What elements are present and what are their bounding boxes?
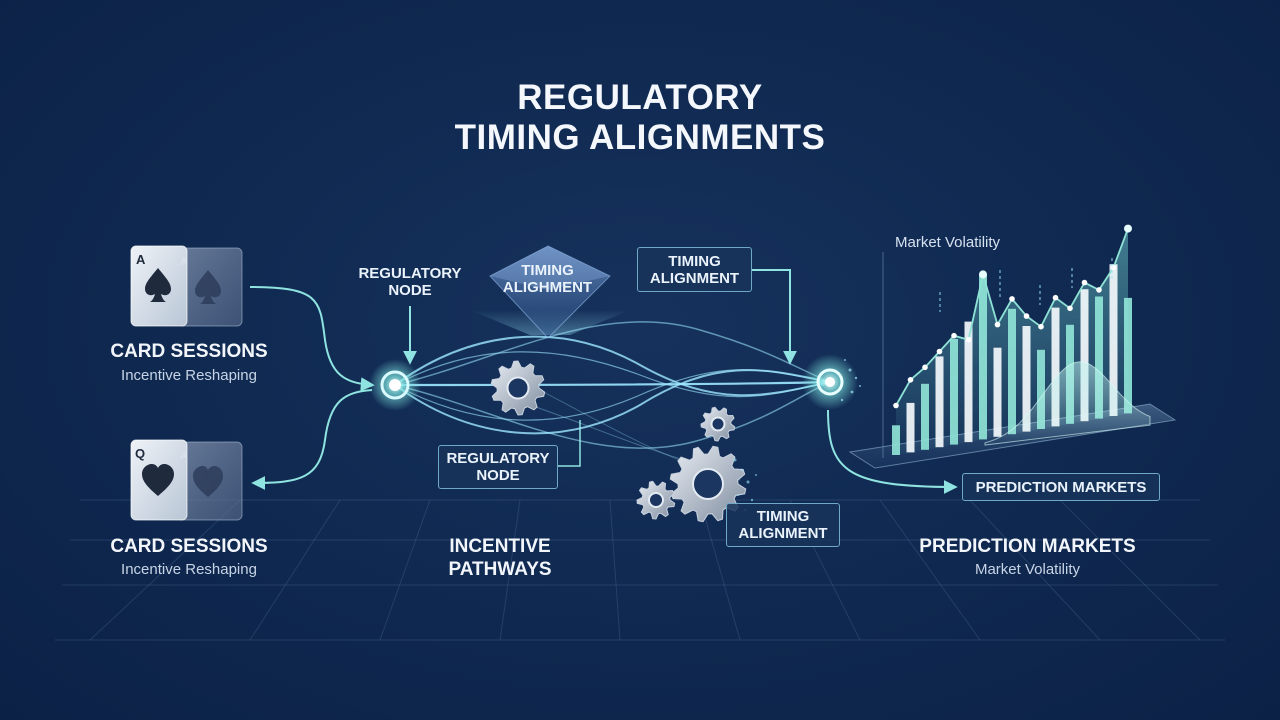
regulatory-node-label-line1: REGULATORY bbox=[358, 265, 462, 282]
spade-card-icon bbox=[145, 268, 171, 302]
card-rank-top-front: A bbox=[136, 252, 146, 267]
card-sessions-heading-top: CARD SESSIONS bbox=[110, 341, 268, 362]
chart-line-point bbox=[979, 270, 987, 279]
chart-bar bbox=[993, 347, 1002, 437]
timing-alignment-box-bottom: TIMING ALIGNMENT bbox=[726, 503, 840, 547]
regulatory-node-box-line1: REGULATORY bbox=[446, 450, 550, 467]
timing-alignment-box-top: TIMING ALIGNMENT bbox=[637, 247, 752, 292]
gear-icon-middle bbox=[490, 360, 546, 416]
incentive-reshaping-sub-bottom: Incentive Reshaping bbox=[121, 561, 257, 578]
page-title: REGULATORY TIMING ALIGNMENTS bbox=[0, 78, 1280, 158]
chart-bar bbox=[935, 356, 944, 448]
chart-bar bbox=[906, 402, 915, 453]
arrow-timing-box-to-node bbox=[752, 269, 797, 365]
timing-alignment-box-top-line2: ALIGNMENT bbox=[649, 269, 740, 287]
chart-bar bbox=[950, 339, 958, 445]
chart-dashes bbox=[939, 258, 1113, 312]
arrow-node-to-prediction bbox=[827, 409, 958, 494]
page-title-line1: REGULATORY bbox=[517, 78, 763, 117]
chart-line-point bbox=[1124, 224, 1132, 233]
chart-line-point bbox=[1067, 305, 1073, 312]
chart-line-point bbox=[1038, 323, 1044, 330]
incentive-pathways-heading: INCENTIVE PATHWAYS bbox=[420, 535, 580, 581]
incentive-pathways-line1: INCENTIVE bbox=[449, 536, 551, 557]
timing-alignment-box-bottom-line2: ALIGNMENT bbox=[738, 525, 828, 542]
chart-line-point bbox=[893, 402, 899, 409]
regulatory-node-box-line2: NODE bbox=[476, 467, 520, 484]
prediction-markets-heading: PREDICTION MARKETS bbox=[919, 536, 1136, 557]
timing-alignment-box-top-line1: TIMING bbox=[668, 252, 721, 270]
regulatory-node-label: REGULATORY NODE bbox=[350, 265, 470, 299]
gear-icon-small-left bbox=[636, 480, 676, 520]
chart-bar bbox=[1008, 308, 1016, 435]
regulatory-node-label-line2: NODE bbox=[388, 282, 432, 299]
prism-icon bbox=[470, 245, 630, 339]
card-rank-bottom-front: Q bbox=[135, 446, 145, 461]
card-pair-bottom: Q A bbox=[130, 439, 243, 521]
chart-bar bbox=[892, 425, 900, 455]
chart-line-point bbox=[1096, 287, 1102, 293]
chart-bar bbox=[1109, 264, 1118, 416]
heart-card-icon bbox=[142, 464, 174, 496]
chart-bar bbox=[921, 383, 929, 450]
timing-alignment-label-line2: ALIGHMENT bbox=[502, 279, 593, 296]
chart-line-point bbox=[907, 377, 914, 383]
connector-arrows bbox=[249, 269, 958, 494]
incentive-pathways-line2: PATHWAYS bbox=[448, 559, 552, 580]
market-node-icon bbox=[802, 354, 861, 410]
gear-icon-large bbox=[669, 445, 747, 523]
chart-line-point bbox=[994, 321, 1001, 328]
chart-bar bbox=[979, 274, 987, 440]
chart-bar bbox=[1124, 297, 1132, 414]
regulatory-node-box: REGULATORY NODE bbox=[438, 445, 558, 489]
chart-title: Market Volatility bbox=[895, 234, 1001, 251]
chart-bar bbox=[1037, 349, 1045, 429]
chart-bar bbox=[1095, 296, 1103, 419]
incentive-reshaping-sub-top: Incentive Reshaping bbox=[121, 367, 257, 384]
chart-line-point bbox=[1052, 294, 1059, 301]
chart-bar bbox=[1022, 326, 1031, 432]
timing-alignment-label-line1: TIMING bbox=[521, 262, 574, 279]
prediction-markets-box: PREDICTION MARKETS bbox=[962, 473, 1160, 501]
arrow-regulatory-box-line bbox=[558, 420, 581, 467]
chart-bell-curve bbox=[984, 361, 1151, 446]
gear-icon-small-top bbox=[700, 406, 736, 442]
prediction-markets-box-label: PREDICTION MARKETS bbox=[975, 478, 1147, 496]
timing-alignment-label: TIMING ALIGHMENT bbox=[490, 262, 605, 296]
arrow-node-to-card-bottom bbox=[251, 389, 373, 490]
gears bbox=[490, 360, 747, 523]
chart-line-point bbox=[965, 336, 972, 343]
page-title-line2: TIMING ALIGNMENTS bbox=[454, 118, 826, 157]
chart-line-point bbox=[951, 332, 957, 339]
chart-line-point bbox=[1009, 296, 1015, 302]
market-volatility-sub: Market Volatility bbox=[974, 561, 1081, 578]
card-rank-top-back: A bbox=[180, 256, 188, 268]
timing-alignment-box-bottom-line1: TIMING bbox=[756, 508, 810, 525]
chart-bar bbox=[1051, 307, 1060, 427]
card-sessions-heading-bottom: CARD SESSIONS bbox=[110, 536, 268, 557]
chart-bar bbox=[964, 321, 973, 443]
chart-line-point bbox=[936, 348, 943, 355]
chart-bars bbox=[892, 264, 1132, 455]
chart-line-points bbox=[893, 224, 1132, 409]
arrow-card-top-to-node bbox=[249, 286, 375, 392]
card-pair-top: A A bbox=[130, 245, 243, 327]
market-volatility-chart bbox=[848, 224, 1177, 469]
chart-line-point bbox=[1081, 279, 1088, 286]
chart-line-point bbox=[922, 364, 928, 371]
chart-bar bbox=[1080, 289, 1089, 422]
card-rank-bottom-back: A bbox=[180, 450, 188, 462]
regulatory-node-icon bbox=[369, 359, 421, 411]
chart-line-point bbox=[1023, 313, 1030, 319]
